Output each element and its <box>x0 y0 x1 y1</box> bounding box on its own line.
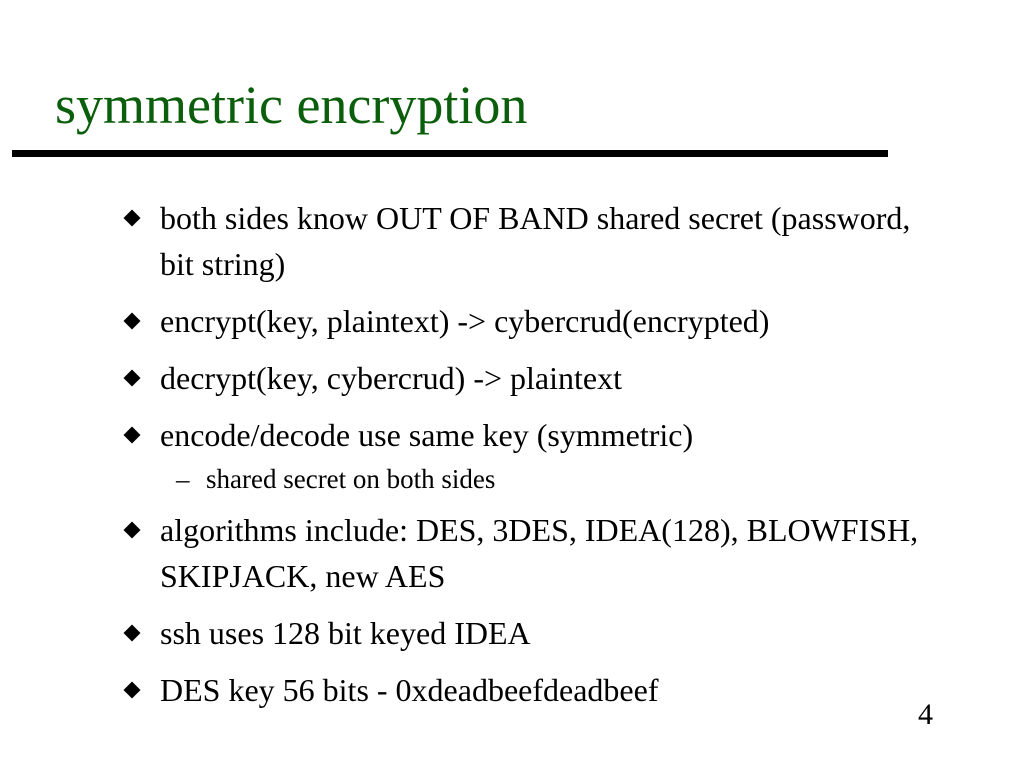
bullet-item: algorithms include: DES, 3DES, IDEA(128)… <box>123 507 944 599</box>
bullet-item: DES key 56 bits - 0xdeadbeefdeadbeef <box>123 667 944 713</box>
page-number: 4 <box>918 698 933 731</box>
diamond-bullet-icon <box>123 426 141 444</box>
bullet-text: DES key 56 bits - 0xdeadbeefdeadbeef <box>160 672 659 708</box>
diamond-bullet-icon <box>123 681 141 699</box>
bullet-text: encrypt(key, plaintext) -> cybercrud(enc… <box>160 303 770 339</box>
diamond-bullet-icon <box>123 624 141 642</box>
bullet-text: decrypt(key, cybercrud) -> plaintext <box>160 360 622 396</box>
diamond-bullet-icon <box>123 312 141 330</box>
bullet-item: encode/decode use same key (symmetric) <box>123 412 944 458</box>
bullet-item: decrypt(key, cybercrud) -> plaintext <box>123 355 944 401</box>
bullet-text: both sides know OUT OF BAND shared secre… <box>160 200 911 282</box>
bullet-list: both sides know OUT OF BAND shared secre… <box>123 195 944 724</box>
diamond-bullet-icon <box>123 521 141 539</box>
sub-bullet-item: – shared secret on both sides <box>124 459 944 499</box>
bullet-text: algorithms include: DES, 3DES, IDEA(128)… <box>160 512 919 594</box>
bullet-item: encrypt(key, plaintext) -> cybercrud(enc… <box>123 298 944 344</box>
bullet-item: both sides know OUT OF BAND shared secre… <box>123 195 944 287</box>
bullet-item: ssh uses 128 bit keyed IDEA <box>123 610 944 656</box>
bullet-text: ssh uses 128 bit keyed IDEA <box>160 615 531 651</box>
dash-bullet: – <box>176 464 190 494</box>
diamond-bullet-icon <box>123 369 141 387</box>
bullet-text: encode/decode use same key (symmetric) <box>160 417 694 453</box>
diamond-bullet-icon <box>123 209 141 227</box>
sub-bullet-text: shared secret on both sides <box>206 464 496 494</box>
slide-title: symmetric encryption <box>55 75 528 135</box>
title-underline <box>12 150 888 157</box>
